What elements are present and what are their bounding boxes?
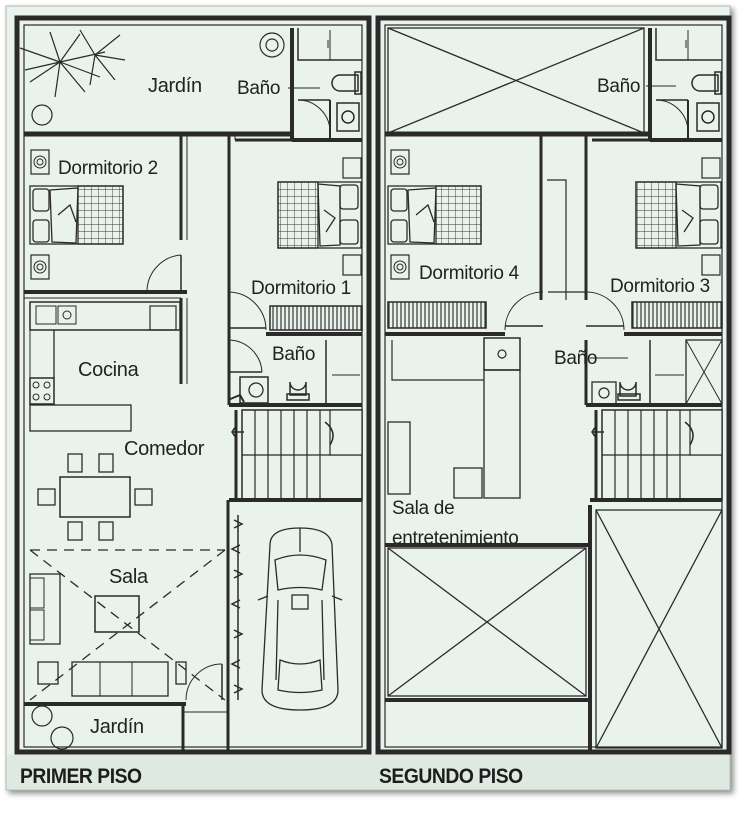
- room-label-bano-2: Baño: [272, 344, 316, 365]
- room-label-dormitorio-2: Dormitorio 2: [58, 158, 158, 179]
- room-label-dormitorio-3: Dormitorio 3: [610, 276, 710, 297]
- room-label-bano: Baño: [237, 78, 281, 99]
- room-label-cocina: Cocina: [78, 359, 139, 381]
- title-strip: [7, 755, 729, 789]
- room-label-sala: Sala: [109, 566, 148, 588]
- second-floor-plan: [375, 15, 732, 755]
- room-label-jardin-bottom: Jardín: [90, 716, 144, 738]
- room-label-bano-2-upper: Baño: [554, 348, 598, 369]
- room-label-sala-entretenimiento-1: Sala de: [392, 498, 455, 519]
- floor-title-segundo-piso: SEGUNDO PISO: [379, 765, 523, 788]
- room-label-bano-upper: Baño: [597, 76, 641, 97]
- floor-title-primer-piso: PRIMER PISO: [20, 765, 142, 788]
- room-label-jardin-top: Jardín: [148, 75, 202, 97]
- room-label-dormitorio-4: Dormitorio 4: [419, 263, 519, 284]
- room-label-sala-entretenimiento-2: entretenimiento: [392, 528, 519, 549]
- room-label-dormitorio-1: Dormitorio 1: [251, 278, 351, 299]
- room-label-comedor: Comedor: [124, 438, 205, 460]
- first-floor-plan: [14, 15, 372, 755]
